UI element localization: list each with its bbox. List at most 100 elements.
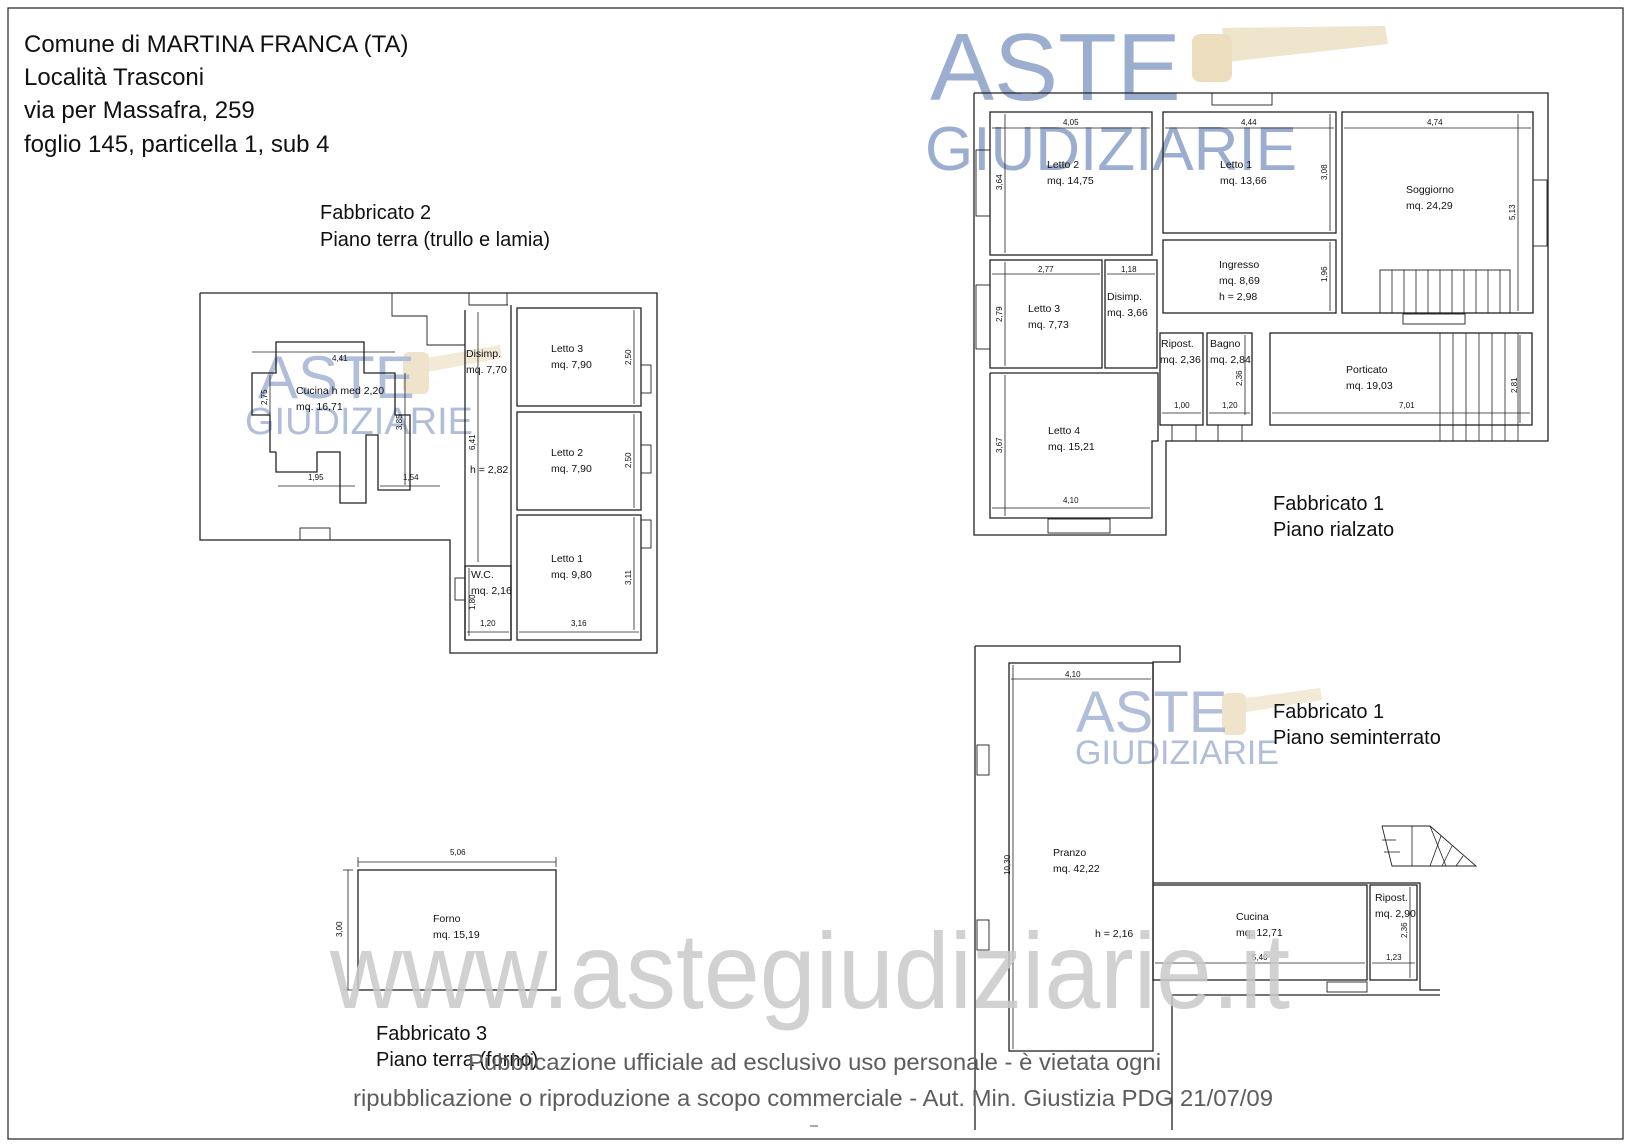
f1r-dim-405: 4,05 xyxy=(1063,118,1079,127)
fs-subtitle: Piano seminterrato xyxy=(1273,727,1441,749)
fs-cucina-area: mq. 12,71 xyxy=(1236,927,1283,939)
f1r-dim-410: 4,10 xyxy=(1063,496,1079,505)
f1r-letto4-wall xyxy=(989,372,1159,519)
f1r-bagno-name: Bagno xyxy=(1210,338,1241,350)
fs-dim-410: 4,10 xyxy=(1065,670,1081,679)
watermark-disclaimer-line2: ripubblicazione o riproduzione a scopo c… xyxy=(353,1085,1273,1111)
f3-subtitle: Piano terra (forno) xyxy=(376,1049,538,1071)
f1r-dim-474: 4,74 xyxy=(1427,118,1443,127)
f3-dim-506: 5,06 xyxy=(450,848,466,857)
fs-pranzo-area: mq. 42,22 xyxy=(1053,863,1100,875)
f1r-letto4-area: mq. 15,21 xyxy=(1048,441,1095,453)
f1r-dim-367: 3,67 xyxy=(995,437,1004,453)
fabbricato-2-plan: Fabbricato 2 Piano terra (trullo e lamia… xyxy=(199,202,658,654)
f1r-disimp-area: mq. 3,66 xyxy=(1107,307,1148,319)
fs-title: Fabbricato 1 xyxy=(1273,701,1384,723)
watermark-overlay: www.astegiudiziarie.it Pubblicazione uff… xyxy=(329,910,1290,1127)
fabbricato-3-plan: 5,06 3,00 Forno mq. 15,19 Fabbricato 3 P… xyxy=(335,848,557,1071)
gavel-head-icon xyxy=(403,352,429,394)
watermark-brand-bottom: GIUDIZIARIE xyxy=(925,115,1297,184)
f1r-letto3-name: Letto 3 xyxy=(1028,303,1060,315)
f1r-window xyxy=(975,149,991,217)
f1r-ripost-area: mq. 2,36 xyxy=(1160,354,1201,366)
f2-dim-195: 1,95 xyxy=(308,473,324,482)
f1r-window xyxy=(1532,179,1548,247)
f1r-stair-outer xyxy=(1439,333,1519,441)
fs-dim-540: 5,40 xyxy=(1252,953,1268,962)
f1r-disimp-name: Disimp. xyxy=(1107,291,1142,303)
fs-pranzo-wall xyxy=(1008,662,1154,1052)
f2-letto3-name: Letto 3 xyxy=(551,343,583,355)
f2-window xyxy=(454,577,466,601)
f1r-dim-120: 1,20 xyxy=(1222,401,1238,410)
f2-subtitle: Piano terra (trullo e lamia) xyxy=(320,229,550,251)
f1r-subtitle: Piano rialzato xyxy=(1273,519,1394,541)
f1r-letto2-name: Letto 2 xyxy=(1047,159,1079,171)
f1r-dim-701: 7,01 xyxy=(1399,401,1415,410)
watermark-disclaimer-line1: Pubblicazione ufficiale ad esclusivo uso… xyxy=(468,1049,1161,1075)
f2-cucina-area: mq. 16,71 xyxy=(296,401,343,413)
f1r-dim-281: 2,81 xyxy=(1510,377,1519,393)
f2-wc-area: mq. 2,16 xyxy=(471,585,512,597)
f2-letto2-name: Letto 2 xyxy=(551,447,583,459)
f2-disimp-area: mq. 7,70 xyxy=(466,364,507,376)
f1r-window xyxy=(1171,424,1197,442)
f1r-disimp-wall xyxy=(1104,259,1158,369)
f2-dim-180: 1,80 xyxy=(468,594,477,610)
gavel-icon xyxy=(415,345,502,374)
fabbricato-1-rialzato-plan: Letto 2 mq. 14,75 Letto 1 mq. 13,66 Sogg… xyxy=(973,92,1549,541)
f2-letto3-wall xyxy=(516,307,642,407)
f2-dim-441: 4,41 xyxy=(332,354,348,363)
f1r-letto4-name: Letto 4 xyxy=(1048,425,1080,437)
f3-title: Fabbricato 3 xyxy=(376,1023,487,1045)
f1r-bagno-area: mq. 2,84 xyxy=(1210,354,1251,366)
f2-outline xyxy=(199,292,658,654)
header-cadastral: foglio 145, particella 1, sub 4 xyxy=(24,131,330,158)
f1r-dim-444: 4,44 xyxy=(1241,118,1257,127)
f1r-porticato-name: Porticato xyxy=(1346,364,1388,376)
f2-dim-641: 6,41 xyxy=(468,434,477,450)
gavel-head-icon xyxy=(1222,693,1246,735)
watermark-brand-bottom: GIUDIZIARIE xyxy=(245,401,473,443)
fs-stair xyxy=(1381,825,1478,867)
f1r-window xyxy=(1047,518,1111,534)
header-block: Comune di MARTINA FRANCA (TA) Località T… xyxy=(24,31,409,158)
f1r-stair-inner xyxy=(1379,269,1511,314)
f3-forno-name: Forno xyxy=(433,913,461,925)
f1r-ingresso-height: h = 2,98 xyxy=(1219,291,1257,303)
f2-cucina-trullo xyxy=(251,341,411,504)
f2-letto2-wall xyxy=(516,411,642,511)
f2-wall xyxy=(391,293,465,346)
f1r-dim-100: 1,00 xyxy=(1174,401,1190,410)
f2-wc-name: W.C. xyxy=(471,569,494,581)
f1r-soggiorno-area: mq. 24,29 xyxy=(1406,200,1453,212)
f1r-soggiorno-name: Soggiorno xyxy=(1406,184,1454,196)
f1r-window xyxy=(1217,424,1243,442)
f1r-dim-236: 2,36 xyxy=(1235,370,1244,386)
f2-cucina-name: Cucina h med 2,20 xyxy=(296,385,384,397)
f1r-outline xyxy=(973,92,1549,536)
f1r-dim-196: 1,96 xyxy=(1320,266,1329,282)
header-municipality: Comune di MARTINA FRANCA (TA) xyxy=(24,31,409,58)
f1r-dim-308: 3,08 xyxy=(1320,164,1329,180)
fs-dim-1030: 10,30 xyxy=(1003,854,1012,875)
fs-pranzo-height: h = 2,16 xyxy=(1095,928,1133,940)
fs-window xyxy=(976,919,990,951)
f2-dim-385: 3,85 xyxy=(395,414,404,430)
f2-disimp-name: Disimp. xyxy=(466,348,501,360)
f2-window xyxy=(299,527,331,541)
f1r-dim-364: 3,64 xyxy=(995,174,1004,190)
f1r-ingresso-name: Ingresso xyxy=(1219,259,1259,271)
f1r-window xyxy=(975,284,991,350)
fs-outline xyxy=(1171,994,1440,1130)
f2-letto1-wall xyxy=(516,514,642,641)
f1r-dim-513: 5,13 xyxy=(1508,204,1517,220)
f2-window xyxy=(640,364,652,394)
fs-cucina-wall xyxy=(1152,884,1368,981)
f1r-window xyxy=(1402,313,1466,325)
f2-window xyxy=(468,292,508,306)
f1r-porticato-area: mq. 19,03 xyxy=(1346,380,1393,392)
f2-dim-250b: 2,50 xyxy=(624,452,633,468)
